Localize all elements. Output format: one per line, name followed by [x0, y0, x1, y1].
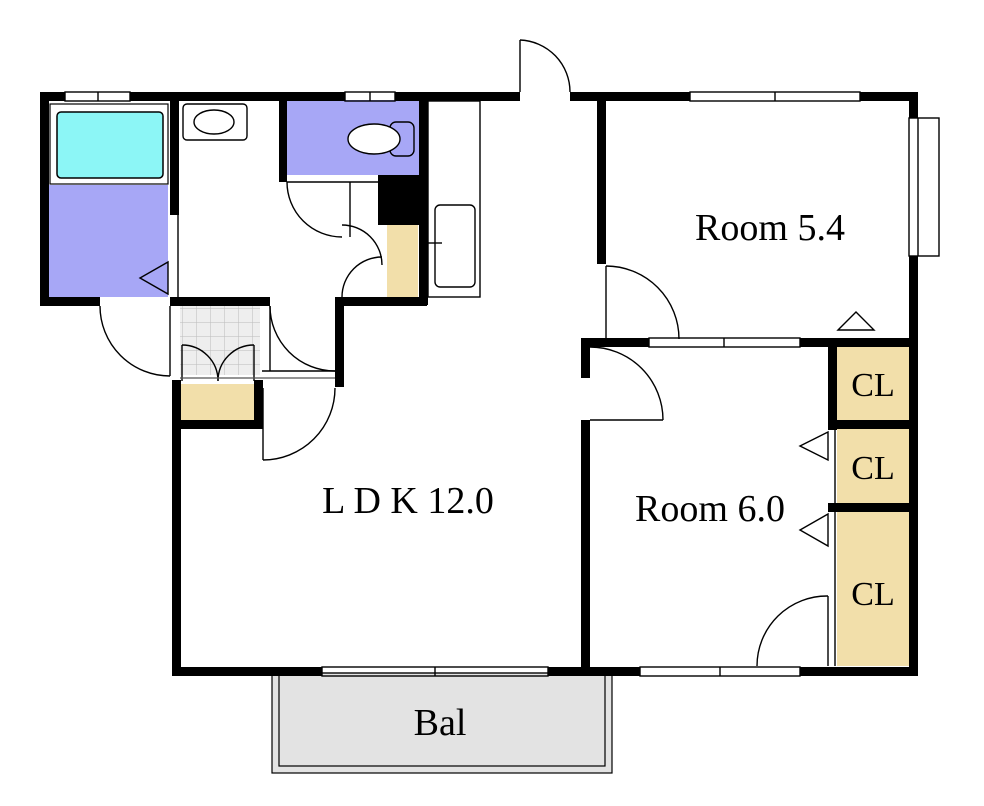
closet-3	[837, 511, 909, 666]
kitchen-sink	[434, 204, 476, 288]
balcony-floor	[271, 672, 613, 774]
balcony-rail	[278, 672, 606, 767]
closet-fills	[180, 225, 909, 666]
bath-room-floor	[48, 185, 168, 297]
shoe-closet	[180, 384, 254, 421]
room-label-5-4: Room 5.4	[695, 207, 845, 249]
windows	[64, 91, 940, 677]
closet-storage-small	[387, 225, 418, 297]
wall-top-left	[40, 92, 65, 101]
closet-1	[837, 345, 909, 420]
closet-label-1: CL	[851, 367, 894, 404]
closet-2	[837, 428, 909, 503]
bathtub	[56, 111, 164, 179]
kitchen-counter	[427, 100, 481, 298]
entry-tile-floor	[180, 305, 260, 375]
fixtures	[138, 100, 876, 666]
room-label-ldk: L D K 12.0	[322, 480, 494, 522]
room-label-6-0: Room 6.0	[635, 488, 785, 530]
balcony-label: Bal	[414, 702, 467, 744]
closet-label-2: CL	[851, 450, 894, 487]
closet-label-3: CL	[851, 576, 894, 613]
walls	[40, 92, 918, 676]
toilet-bowl-icon	[347, 123, 401, 155]
vanity-sink	[182, 103, 248, 141]
doors	[99, 39, 829, 667]
bath-inner-frame	[49, 103, 169, 185]
